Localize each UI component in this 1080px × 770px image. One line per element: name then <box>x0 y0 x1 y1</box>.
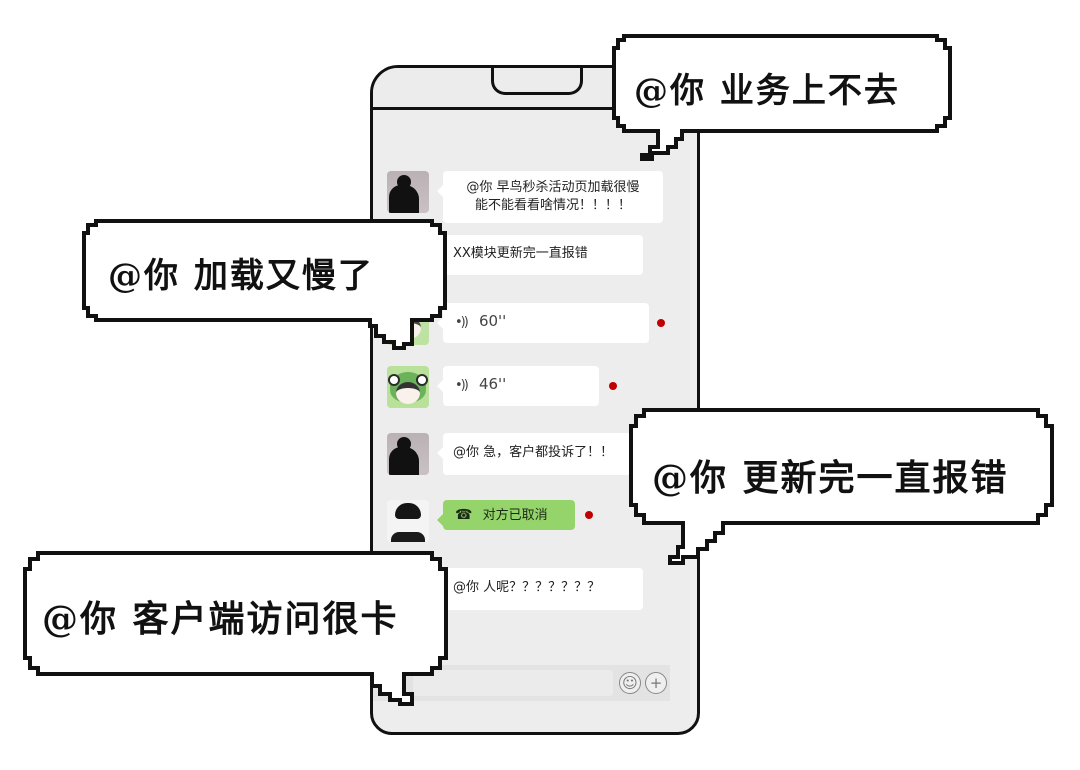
speech-bubble-text: @你 业务上不去 <box>634 71 900 111</box>
speech-bubble-outline <box>82 219 447 350</box>
speech-bubble: @你 更新完一直报错 <box>628 405 1058 570</box>
message-text: @你 急，客户都投诉了！！ <box>453 445 614 460</box>
silhouette-avatar[interactable] <box>387 171 429 213</box>
voice-icon: •)) <box>455 378 469 393</box>
chat-message[interactable]: •)) 60'' <box>387 303 665 345</box>
call-status-text: 对方已取消 <box>482 508 548 523</box>
speech-bubble-outline <box>629 408 1054 565</box>
chat-input-bar: ☺ + <box>373 665 670 701</box>
speech-bubble-text: @你 加载又慢了 <box>108 256 374 296</box>
emoji-icon: ☺ <box>622 674 638 692</box>
speech-bubble: @你 业务上不去 <box>612 33 957 163</box>
message-text-line: @你 早鸟秒杀活动页加载很慢 <box>466 180 640 195</box>
message-bubble[interactable]: @你 急，客户都投诉了！！ <box>437 433 643 475</box>
chat-message[interactable]: •)) 46'' <box>387 366 617 408</box>
chat-message[interactable]: ☎ 对方已取消 <box>387 500 593 542</box>
chat-message[interactable]: @你 人呢？？？？？？？ <box>387 568 643 610</box>
message-text: @你 人呢？？？？？？？ <box>453 580 601 595</box>
voice-duration: 60'' <box>478 312 507 330</box>
voice-duration: 46'' <box>478 375 507 393</box>
speech-bubble-outline <box>612 34 952 161</box>
voice-message-bubble[interactable]: •)) 46'' <box>437 366 599 406</box>
plus-button[interactable]: + <box>645 672 667 694</box>
unread-dot <box>657 319 665 327</box>
call-status-bubble[interactable]: ☎ 对方已取消 <box>437 500 575 530</box>
speech-bubble-text: @你 客户端访问很卡 <box>42 598 399 640</box>
chat-message[interactable]: XX模块更新完一直报错 <box>387 235 643 277</box>
silhouette-avatar[interactable] <box>387 433 429 475</box>
speech-bubble-outline <box>23 551 448 706</box>
speech-bubble-text: @你 更新完一直报错 <box>652 457 1009 499</box>
bw-boy-avatar[interactable] <box>387 500 429 542</box>
speech-bubble: @你 客户端访问很卡 <box>22 548 452 713</box>
hangup-phone-icon: ☎ <box>455 507 473 523</box>
unread-dot <box>585 511 593 519</box>
speech-bubble: @你 加载又慢了 <box>82 218 452 353</box>
message-text: XX模块更新完一直报错 <box>453 246 588 261</box>
message-bubble[interactable]: @你 人呢？？？？？？？ <box>437 568 643 610</box>
message-input[interactable] <box>413 670 613 696</box>
chat-message[interactable]: @你 早鸟秒杀活动页加载很慢 能不能看看啥情况！！！！ <box>387 171 663 223</box>
message-bubble[interactable]: @你 早鸟秒杀活动页加载很慢 能不能看看啥情况！！！！ <box>437 171 663 223</box>
message-bubble[interactable]: XX模块更新完一直报错 <box>437 235 643 275</box>
message-text-line: 能不能看看啥情况！！！！ <box>474 198 631 213</box>
voice-icon: •)) <box>455 315 469 330</box>
phone-notch <box>491 68 583 95</box>
chat-message[interactable]: @你 急，客户都投诉了！！ <box>387 433 643 475</box>
voice-message-bubble[interactable]: •)) 60'' <box>437 303 649 343</box>
frog-avatar[interactable] <box>387 366 429 408</box>
unread-dot <box>609 382 617 390</box>
phone-frame: @你 早鸟秒杀活动页加载很慢 能不能看看啥情况！！！！ XX模块更新完一直报错 … <box>370 65 700 735</box>
emoji-button[interactable]: ☺ <box>619 672 641 694</box>
plus-icon: + <box>649 674 663 692</box>
